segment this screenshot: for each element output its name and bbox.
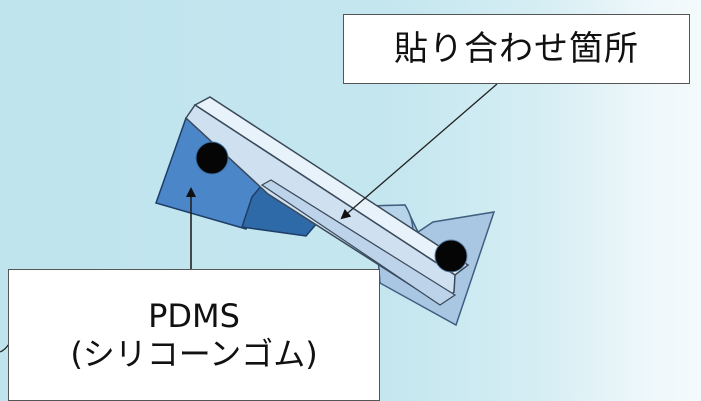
beam-lower-step (260, 179, 457, 306)
left-hole (195, 141, 229, 175)
pdms-label-line2: (シリコーンゴム) (70, 335, 318, 373)
bonding-site-label: 貼り合わせ箇所 (343, 14, 690, 84)
bonding-site-arrow (340, 83, 498, 220)
pdms-label-line1: PDMS (148, 296, 240, 335)
right-hole (434, 239, 468, 273)
pdms-label: PDMS (シリコーンゴム) (8, 269, 380, 401)
